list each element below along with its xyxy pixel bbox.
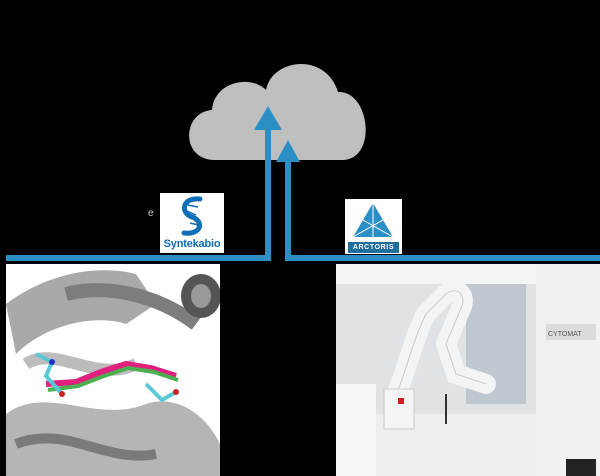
syntekabio-label: Syntekabio [163,238,221,250]
triangle-crystal-icon [352,203,394,238]
left-arrow-head [254,106,282,130]
right-connection-line [285,155,600,261]
arctoris-logo: ARCTORIS [345,199,402,254]
protein-ligand-structure-icon [6,270,220,476]
right-arrow-head [276,140,300,162]
cytomat-label: CYTOMAT [548,331,582,338]
stray-label: e [148,208,154,219]
robotic-lab-arm-icon: CYTOMAT [336,264,600,476]
arctoris-label: ARCTORIS [352,244,395,251]
protein-structure-image [6,264,220,476]
left-connection-line [6,120,271,261]
syntekabio-logo: Syntekabio [160,193,224,253]
cloud-icon [189,63,366,161]
robotic-lab-image: CYTOMAT [336,264,600,476]
arctoris-label-bar [348,242,399,253]
dna-s-icon [181,196,203,236]
